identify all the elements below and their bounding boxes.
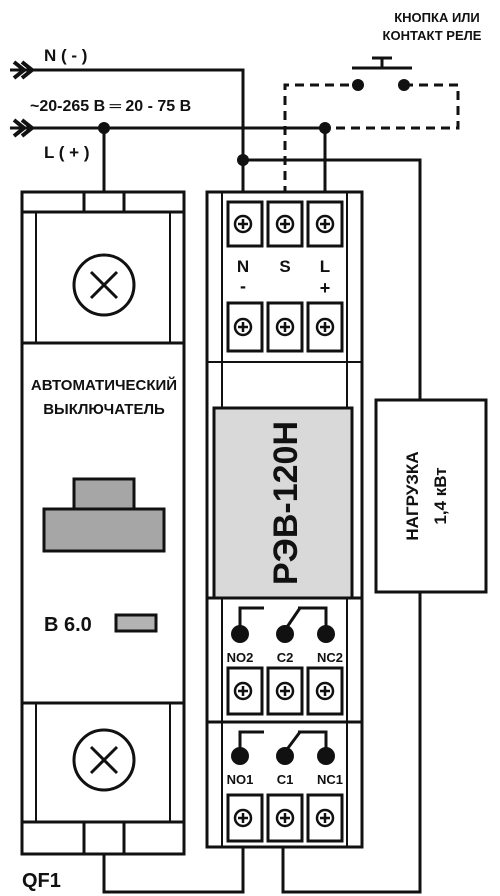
breaker-top-screw-icon [72,253,136,317]
junctions [98,122,331,166]
terminal-screw-icon[interactable] [315,317,335,337]
neutral-label: N ( - ) [44,46,87,65]
junction-dot [319,122,331,134]
supply-label: ~20-265 В ═ 20 - 75 В [30,98,191,115]
breaker-designation: QF1 [22,870,61,892]
terminal-screw-icon[interactable] [315,214,335,234]
junction-dot [98,122,110,134]
contact-label-nc2: NC2 [317,650,343,665]
circuit-breaker: АВТОМАТИЧЕСКИЙ ВЫКЛЮЧАТЕЛЬ В 6.0 [20,190,186,856]
terminal-screw-icon[interactable] [233,317,253,337]
voltage-relay: N S L - + РЭВ-120Н [205,190,364,849]
load-neutral-wire [243,158,422,400]
breaker-bottom-clamp [82,820,126,856]
terminal-screw-icon[interactable] [275,808,295,828]
control-wire-s [283,83,358,195]
button-label-line2: КОНТАКТ РЕЛЕ [383,28,482,43]
terminal-screw-icon[interactable] [275,681,295,701]
polarity-minus: - [240,276,246,296]
second-terminal-block [226,301,344,353]
terminal-screw-icon[interactable] [233,214,253,234]
contact-label-c2: C2 [277,650,294,665]
load-label-line2: 1,4 кВт [431,467,450,524]
contact-label-no1: NO1 [227,772,254,787]
terminal-screw-icon[interactable] [315,681,335,701]
second-terminal-screws [233,317,335,337]
breaker-indicator [114,613,158,633]
top-terminal-block [226,200,344,248]
breaker-output-wire [102,818,245,894]
polarity-plus: + [320,278,331,298]
breaker-bottom-screw-icon [72,728,136,792]
relay-display-panel [212,406,354,600]
button-label-line1: КНОПКА ИЛИ [394,10,480,25]
button-contact-right [398,79,410,91]
terminal-screw-icon[interactable] [233,681,253,701]
neutral-wire [10,68,245,195]
terminal-label-l: L [320,257,330,276]
load-box [374,398,488,594]
junction-dot [237,154,249,166]
neutral-arrow-icon [12,60,28,80]
line-arrow-icon [12,118,28,138]
load-return-wire [281,592,422,894]
breaker-handle-knob[interactable] [72,477,136,511]
group-1-terminal-screws [233,808,335,828]
breaker-top-clamp [82,190,126,214]
contact-label-nc1: NC1 [317,772,343,787]
load-label-line1: НАГРУЗКА [403,451,422,540]
input-arrows [12,60,36,138]
contact-label-no2: NO2 [227,650,254,665]
wires [10,68,422,894]
push-button-icon [352,56,412,70]
terminal-screw-icon[interactable] [315,808,335,828]
terminal-screw-icon[interactable] [275,317,295,337]
line-arrow-icon-2 [20,118,36,138]
terminal-label-n: N [237,257,249,276]
control-wire-l [325,83,460,130]
load: НАГРУЗКА 1,4 кВт [374,398,488,594]
breaker-rating: В 6.0 [44,614,92,636]
button-contact-left [352,79,364,91]
top-terminal-screws [233,214,335,234]
group-2-terminal-screws [233,681,335,701]
terminal-screw-icon[interactable] [233,808,253,828]
line-label: L ( + ) [44,143,90,162]
breaker-handle[interactable] [42,507,166,553]
relay-model: РЭВ-120Н [267,421,305,585]
breaker-title-line1: АВТОМАТИЧЕСКИЙ [31,376,177,394]
contact-label-c1: C1 [277,772,294,787]
terminal-screw-icon[interactable] [275,214,295,234]
contact-group-2-dots [231,625,335,643]
breaker-title-line2: ВЫКЛЮЧАТЕЛЬ [43,401,165,418]
contact-group-1-dots [231,747,335,765]
terminal-label-s: S [279,257,290,276]
neutral-arrow-icon-2 [20,60,36,80]
control-wires [283,83,460,195]
